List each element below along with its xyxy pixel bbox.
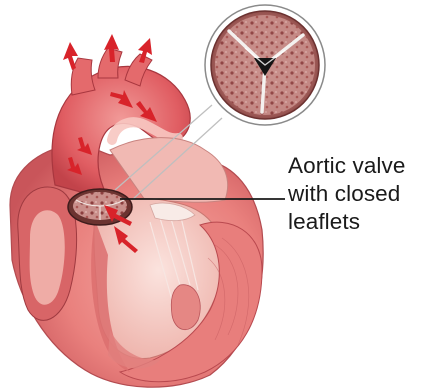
label-line-2: with closed [288, 180, 428, 208]
label-line-3: leaflets [288, 208, 428, 236]
label-line-1: Aortic valve [288, 152, 428, 180]
arch-branch-1 [71, 58, 95, 95]
papillary-muscle [171, 285, 200, 330]
aortic-valve-label: Aortic valve with closed leaflets [288, 152, 428, 236]
